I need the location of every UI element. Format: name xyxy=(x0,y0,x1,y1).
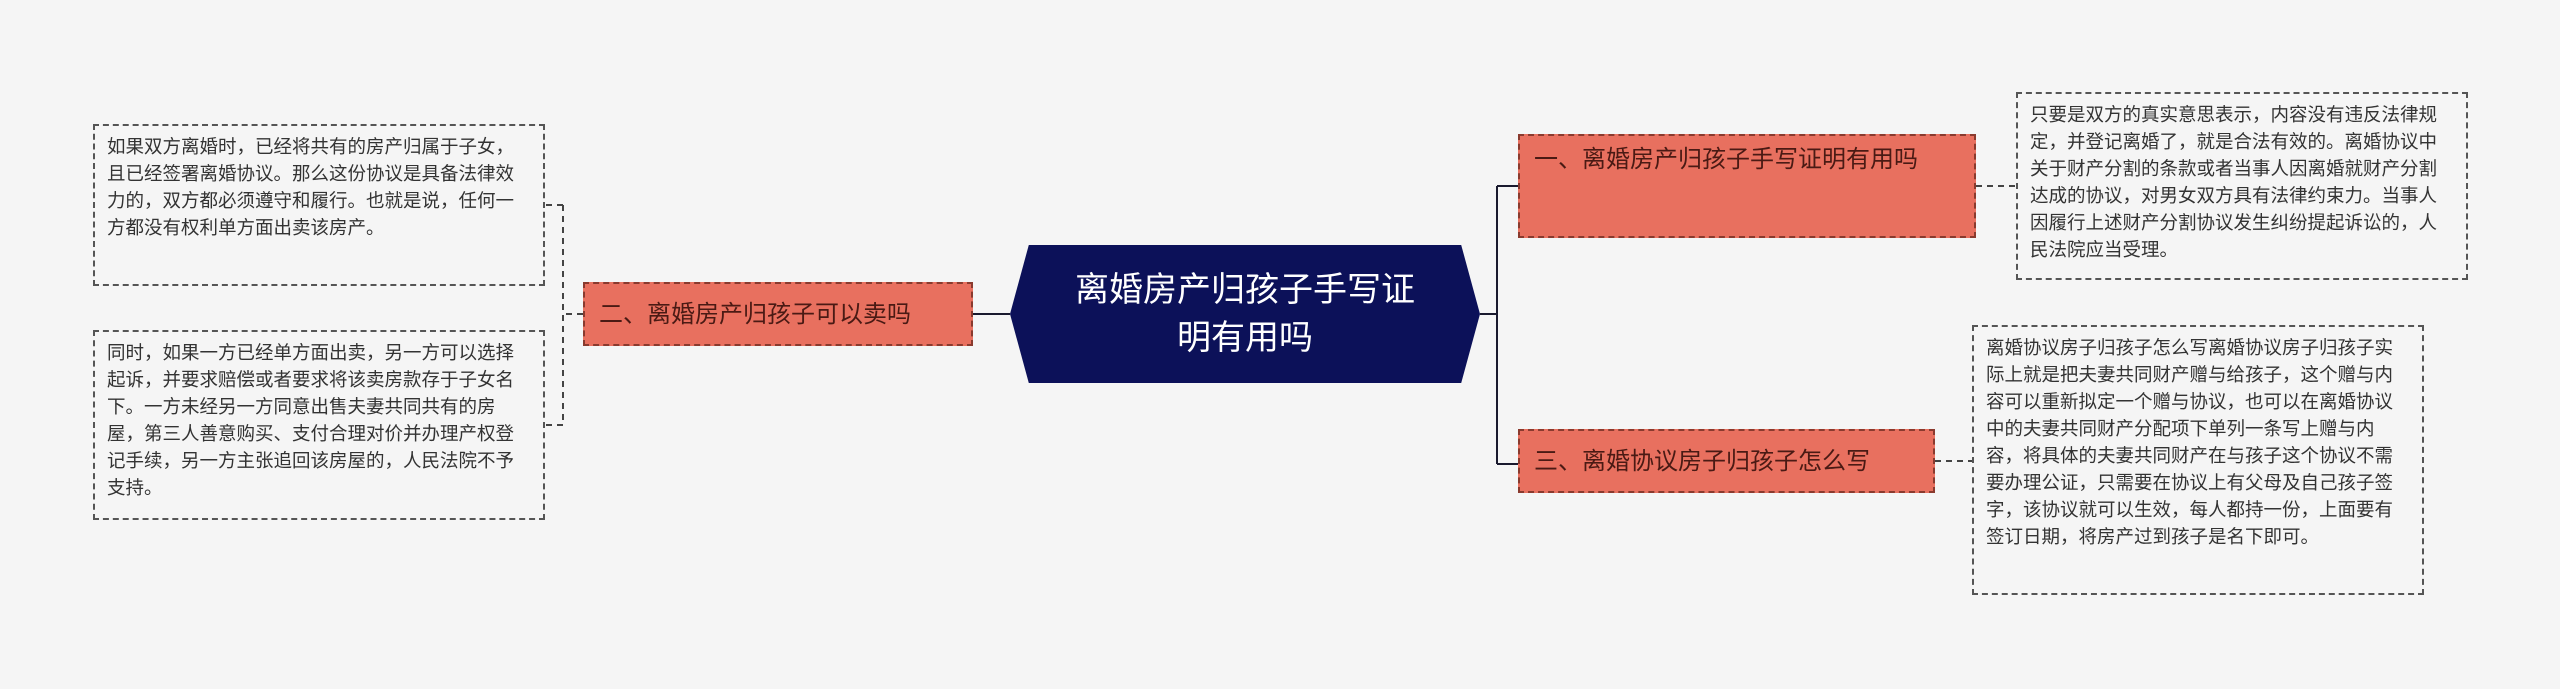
central-topic-text: 离婚房产归孩子手写证明有用吗 xyxy=(1075,270,1415,358)
connector-left-leaves xyxy=(545,204,583,426)
branch-can-sell-text: 二、离婚房产归孩子可以卖吗 xyxy=(599,300,911,328)
leaf-legal-validity-text: 只要是双方的真实意思表示，内容没有违反法律规定，并登记离婚了，就是合法有效的。离… xyxy=(2030,105,2438,261)
leaf-gift-agreement-text: 离婚协议房子归孩子怎么写离婚协议房子归孩子实际上就是把夫妻共同财产赠与给孩子，这… xyxy=(1986,338,2394,548)
leaf-unilateral-sale-text: 同时，如果一方已经单方面出卖，另一方可以选择起诉，并要求赔偿或者要求将该卖房款存… xyxy=(107,343,515,499)
leaf-gift-agreement[interactable]: 离婚协议房子归孩子怎么写离婚协议房子归孩子实际上就是把夫妻共同财产赠与给孩子，这… xyxy=(1972,325,2424,595)
branch-can-sell[interactable]: 二、离婚房产归孩子可以卖吗 xyxy=(583,282,973,346)
branch-handwritten-proof-text: 一、离婚房产归孩子手写证明有用吗 xyxy=(1534,145,1918,173)
central-topic[interactable]: 离婚房产归孩子手写证明有用吗 xyxy=(1010,245,1480,383)
leaf-agreement-binding[interactable]: 如果双方离婚时，已经将共有的房产归属于子女，且已经签署离婚协议。那么这份协议是具… xyxy=(93,124,545,286)
branch-how-to-write[interactable]: 三、离婚协议房子归孩子怎么写 xyxy=(1518,429,1935,493)
leaf-legal-validity[interactable]: 只要是双方的真实意思表示，内容没有违反法律规定，并登记离婚了，就是合法有效的。离… xyxy=(2016,92,2468,280)
connector-center-right xyxy=(1480,185,1518,465)
leaf-unilateral-sale[interactable]: 同时，如果一方已经单方面出卖，另一方可以选择起诉，并要求赔偿或者要求将该卖房款存… xyxy=(93,330,545,520)
leaf-agreement-binding-text: 如果双方离婚时，已经将共有的房产归属于子女，且已经签署离婚协议。那么这份协议是具… xyxy=(107,137,515,239)
branch-handwritten-proof[interactable]: 一、离婚房产归孩子手写证明有用吗 xyxy=(1518,134,1976,238)
branch-how-to-write-text: 三、离婚协议房子归孩子怎么写 xyxy=(1534,447,1870,475)
